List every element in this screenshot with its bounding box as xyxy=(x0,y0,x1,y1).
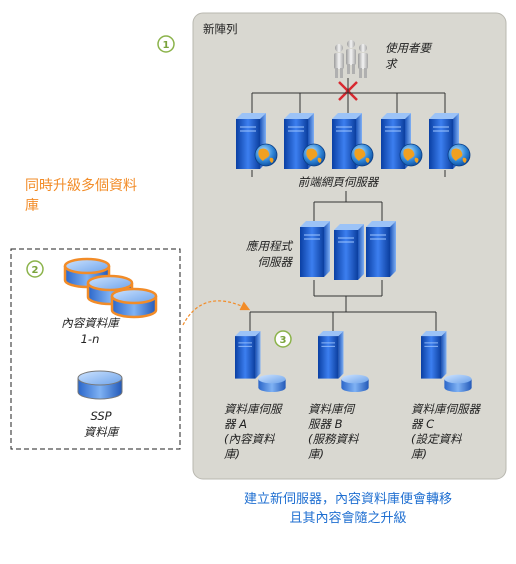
callout-1: 1 xyxy=(157,35,175,53)
ssp-db-label-line2: 資料庫 xyxy=(84,425,121,439)
app-tier-connectors xyxy=(251,170,446,222)
svg-text:服器 B: 服器 B xyxy=(308,417,343,431)
svg-text:3: 3 xyxy=(280,335,287,346)
users-icon xyxy=(334,40,368,78)
users-label-line1: 使用者要 xyxy=(385,41,432,55)
app-server-2 xyxy=(333,223,365,281)
db-server-a-label: 資料庫伺服 器 A (內容資料 庫) xyxy=(224,402,283,461)
app-server-1 xyxy=(299,220,331,278)
svg-text:資料庫伺服: 資料庫伺服 xyxy=(224,402,283,416)
svg-text:庫): 庫) xyxy=(308,447,324,461)
app-server-3 xyxy=(365,220,397,278)
upgrade-note-line1: 同時升級多個資料 xyxy=(25,177,137,194)
databases-box xyxy=(10,248,181,450)
svg-text:(設定資料: (設定資料 xyxy=(411,432,463,446)
db-server-c-label: 資料庫伺服器 器 C (設定資料 庫) xyxy=(411,402,481,461)
content-db-label-line1: 內容資料庫 xyxy=(61,316,121,330)
content-databases-icon xyxy=(63,257,158,319)
callout-3: 3 xyxy=(274,330,292,348)
web-tier-connectors xyxy=(251,78,446,116)
svg-text:庫): 庫) xyxy=(224,447,240,461)
callout-2: 2 xyxy=(26,260,44,278)
svg-text:(內容資料: (內容資料 xyxy=(224,432,276,446)
svg-text:2: 2 xyxy=(32,265,39,276)
migration-arrow xyxy=(182,300,251,326)
content-db-label-line2: 1-n xyxy=(81,332,100,346)
app-servers-label-line1: 應用程式 xyxy=(246,239,293,253)
caption-line2: 且其內容會隨之升級 xyxy=(289,510,406,526)
farm-title: 新陣列 xyxy=(203,22,238,36)
ssp-db-label-line1: SSP xyxy=(90,409,111,423)
ssp-database-icon xyxy=(77,370,123,400)
app-servers-label-line2: 伺服器 xyxy=(258,255,294,269)
svg-text:器 A: 器 A xyxy=(224,417,247,431)
users-label-line2: 求 xyxy=(385,57,398,71)
svg-text:1: 1 xyxy=(163,40,170,51)
svg-text:庫): 庫) xyxy=(411,447,427,461)
svg-text:器 C: 器 C xyxy=(411,417,434,431)
web-servers-label: 前端網頁伺服器 xyxy=(298,175,380,189)
db-tier-connectors xyxy=(249,280,437,332)
svg-text:資料庫伺: 資料庫伺 xyxy=(308,402,355,416)
svg-text:(服務資料: (服務資料 xyxy=(308,432,360,446)
db-server-b-label: 資料庫伺 服器 B (服務資料 庫) xyxy=(308,402,360,461)
upgrade-note-line2: 庫 xyxy=(25,197,39,214)
caption-line1: 建立新伺服器，內容資料庫便會轉移 xyxy=(244,491,452,507)
svg-text:資料庫伺服器: 資料庫伺服器 xyxy=(411,402,481,416)
